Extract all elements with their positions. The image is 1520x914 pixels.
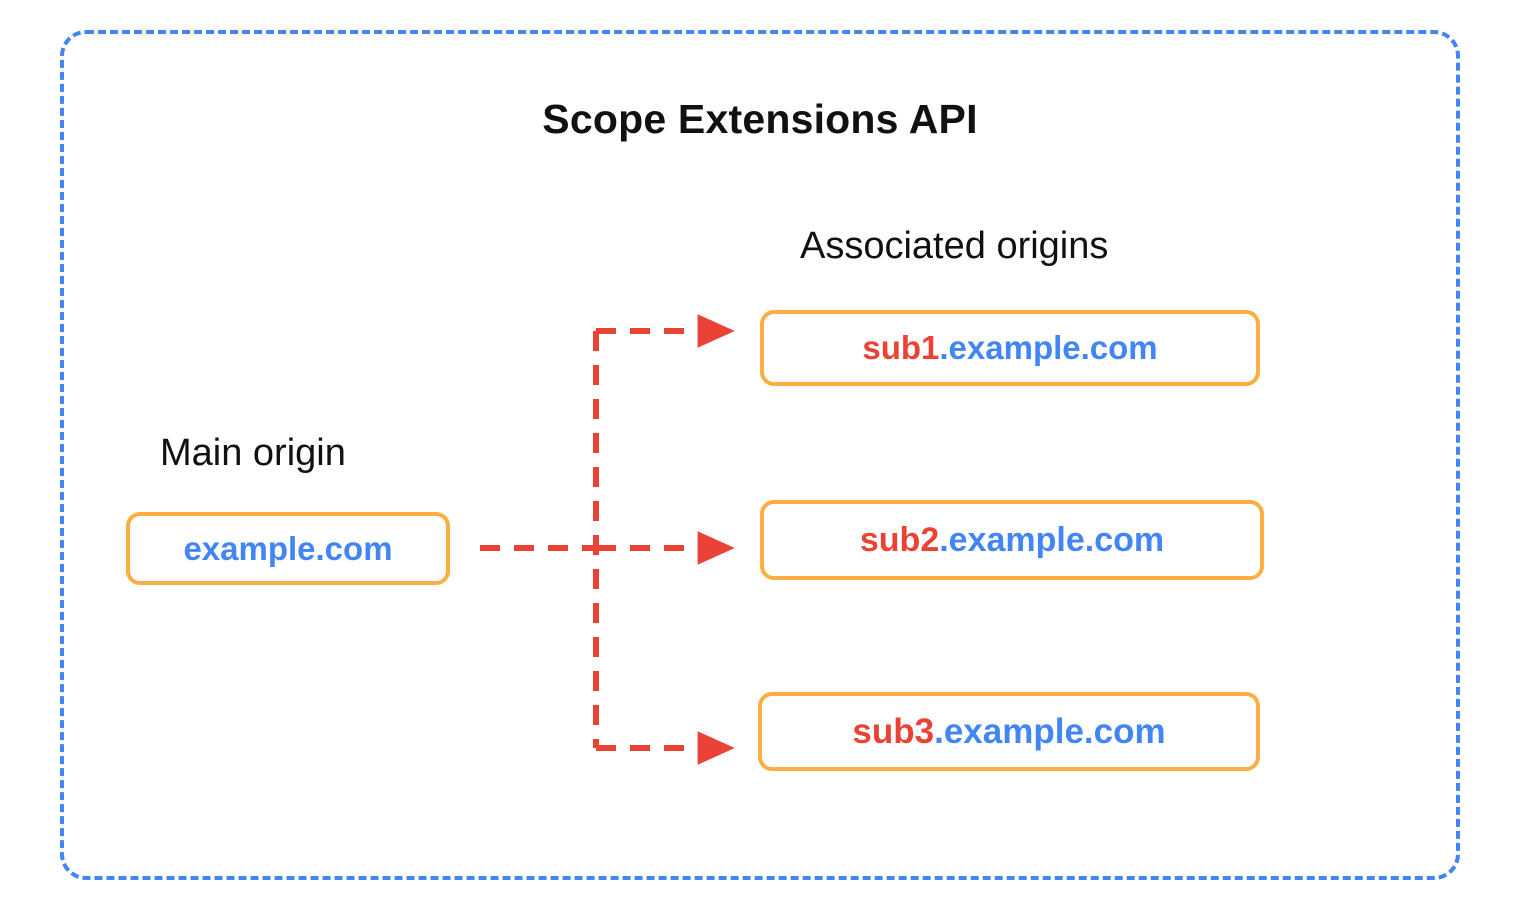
origin-subdomain-text: sub1 (862, 329, 940, 366)
associated-origins-label: Associated origins (800, 225, 1109, 267)
origin-domain-text: .example.com (939, 329, 1158, 366)
page-title: Scope Extensions API (542, 96, 978, 142)
scope-extensions-frame (60, 30, 1460, 880)
origin-box-sub1[interactable]: sub1.example.com (760, 310, 1260, 386)
main-origin-label: Main origin (160, 432, 346, 474)
origin-subdomain-text: sub3 (852, 711, 935, 751)
origin-domain-text: .example.com (939, 520, 1165, 559)
origin-domain-text: .example.com (934, 711, 1166, 751)
origin-domain-text: example.com (183, 529, 393, 567)
origin-box-sub3[interactable]: sub3.example.com (758, 692, 1260, 771)
origin-box-main[interactable]: example.com (126, 512, 450, 585)
origin-subdomain-text: sub2 (859, 520, 940, 559)
origin-box-sub2[interactable]: sub2.example.com (760, 500, 1264, 580)
